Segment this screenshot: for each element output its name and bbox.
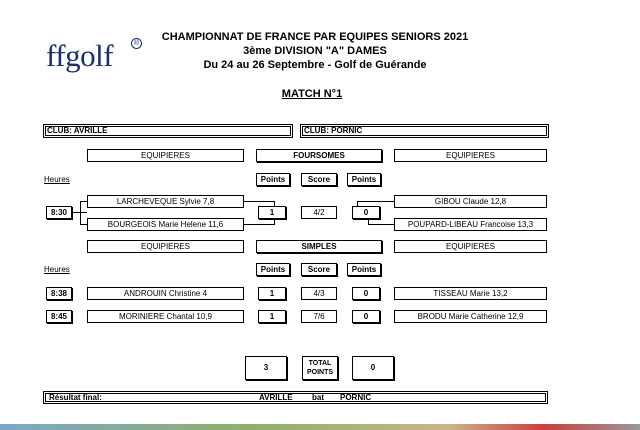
- simple-1-score: 4/3: [301, 287, 337, 300]
- header-line-2: 3ème DIVISION "A" DAMES: [243, 45, 387, 57]
- total-right: 0: [352, 356, 394, 380]
- heures-label-simples: Heures: [44, 265, 70, 274]
- total-points-sublabel: POINTS: [306, 369, 334, 376]
- foursome-score: 4/2: [301, 206, 337, 219]
- simple-2-score: 7/6: [301, 310, 337, 323]
- result-winner: AVRILLE: [259, 393, 293, 402]
- foursome-time: 8:30: [46, 206, 72, 219]
- equipieres-left-header-simples: EQUIPIERES: [87, 240, 244, 253]
- connector-line: [243, 201, 275, 202]
- ffgolf-logo: ffgolf: [46, 38, 114, 73]
- points-label-left-simples: Points: [256, 263, 290, 276]
- foursome-right-player-2: POUPARD-LIBEAU Francoise 13,3: [394, 218, 547, 231]
- foursome-left-points: 1: [258, 206, 286, 219]
- connector-line: [357, 201, 394, 202]
- registered-mark-icon: ®: [131, 38, 142, 49]
- simple-1-left-points: 1: [258, 287, 286, 300]
- total-label: TOTAL: [308, 360, 332, 367]
- points-label-right-simples: Points: [347, 263, 381, 276]
- total-points-label: TOTAL POINTS: [302, 356, 338, 380]
- foursome-left-player-2: BOURGEOIS Marie Helene 11,6: [87, 218, 244, 231]
- simples-header: SIMPLES: [256, 240, 382, 253]
- equipieres-right-header: EQUIPIERES: [394, 149, 547, 162]
- connector-line: [368, 219, 369, 225]
- connector-line: [368, 224, 394, 225]
- simple-1-left-player: ANDROUIN Christine 4: [87, 287, 244, 300]
- foursome-right-player-1: GIBOU Claude 12,8: [394, 195, 547, 208]
- simple-1-right-player: TISSEAU Marie 13,2: [394, 287, 547, 300]
- bottom-taskbar-strip: [0, 424, 640, 430]
- score-label: Score: [301, 173, 337, 186]
- final-result-bar: Résultat final: AVRILLE bat PORNIC: [43, 391, 548, 404]
- simple-2-time: 8:45: [46, 310, 72, 323]
- equipieres-right-header-simples: EQUIPIERES: [394, 240, 547, 253]
- simple-1-time: 8:38: [46, 287, 72, 300]
- header-line-3: Du 24 au 26 Septembre - Golf de Guérande: [203, 59, 427, 71]
- connector-line: [80, 201, 87, 202]
- match-title: MATCH N°1: [281, 88, 343, 100]
- total-left: 3: [245, 356, 287, 380]
- club-right: CLUB: PORNIC: [300, 124, 549, 138]
- connector-line: [274, 201, 275, 207]
- header-line-1: CHAMPIONNAT DE FRANCE PAR EQUIPES SENIOR…: [161, 31, 469, 43]
- club-left: CLUB: AVRILLE: [43, 124, 293, 138]
- heures-label: Heures: [44, 175, 70, 184]
- connector-line: [80, 224, 87, 225]
- foursomes-header: FOURSOMES: [256, 149, 382, 162]
- connector-line: [243, 224, 275, 225]
- foursome-right-points: 0: [352, 206, 380, 219]
- connector-line: [357, 201, 358, 207]
- result-verb: bat: [312, 393, 324, 402]
- simple-2-left-player: MORINIERE Chantal 10,9: [87, 310, 244, 323]
- score-label-simples: Score: [301, 263, 337, 276]
- equipieres-left-header: EQUIPIERES: [87, 149, 244, 162]
- connector-line: [274, 219, 275, 225]
- simple-2-left-points: 1: [258, 310, 286, 323]
- connector-line: [71, 212, 87, 213]
- simple-1-right-points: 0: [352, 287, 380, 300]
- foursome-left-player-1: LARCHEVEQUE Sylvie 7,8: [87, 195, 244, 208]
- points-label-right: Points: [347, 173, 381, 186]
- connector-line: [80, 201, 81, 224]
- result-loser: PORNIC: [340, 393, 372, 402]
- result-label: Résultat final:: [49, 393, 102, 402]
- simple-2-right-player: BRODU Marie Catherine 12,9: [394, 310, 547, 323]
- points-label-left: Points: [256, 173, 290, 186]
- simple-2-right-points: 0: [352, 310, 380, 323]
